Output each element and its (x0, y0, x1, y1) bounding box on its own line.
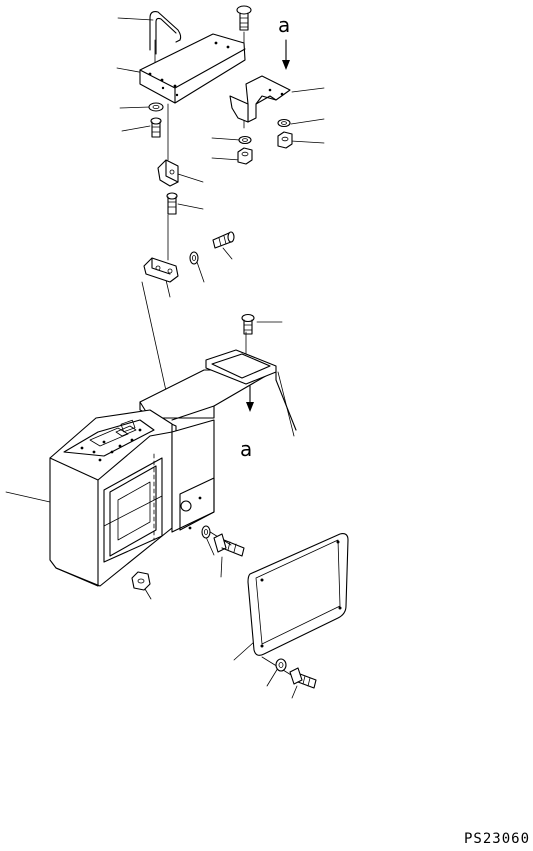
leader-lines (5, 17, 325, 699)
side-bolt (212, 231, 235, 249)
view-marker-top: a (278, 13, 290, 37)
drawing-code: PS23060 (464, 831, 530, 847)
clamp-bolt (166, 192, 178, 215)
main-housing (49, 349, 297, 587)
step-plate (139, 33, 246, 104)
body-bolt (241, 313, 255, 335)
lower-bracket (143, 257, 179, 283)
washer-left (148, 102, 164, 112)
top-bolt (236, 5, 252, 31)
view-marker-bottom: a (240, 437, 252, 461)
cover-plate (247, 533, 349, 656)
grab-handle (149, 11, 182, 55)
bottom-nut (131, 571, 151, 591)
nut-right (277, 131, 293, 149)
cover-washer (275, 658, 287, 672)
nut-center (237, 147, 253, 165)
washer-right (277, 118, 291, 128)
step-bracket (229, 75, 291, 123)
washer-center (238, 135, 252, 145)
lower-washer (189, 251, 199, 265)
view-arrow-bottom: a (240, 385, 254, 461)
upper-clamp (157, 159, 179, 187)
side-bolt-large (213, 533, 245, 557)
cover-bolt (289, 667, 317, 689)
view-arrow-top: a (278, 13, 290, 70)
side-washer (201, 525, 211, 539)
bolt-left (150, 117, 162, 138)
